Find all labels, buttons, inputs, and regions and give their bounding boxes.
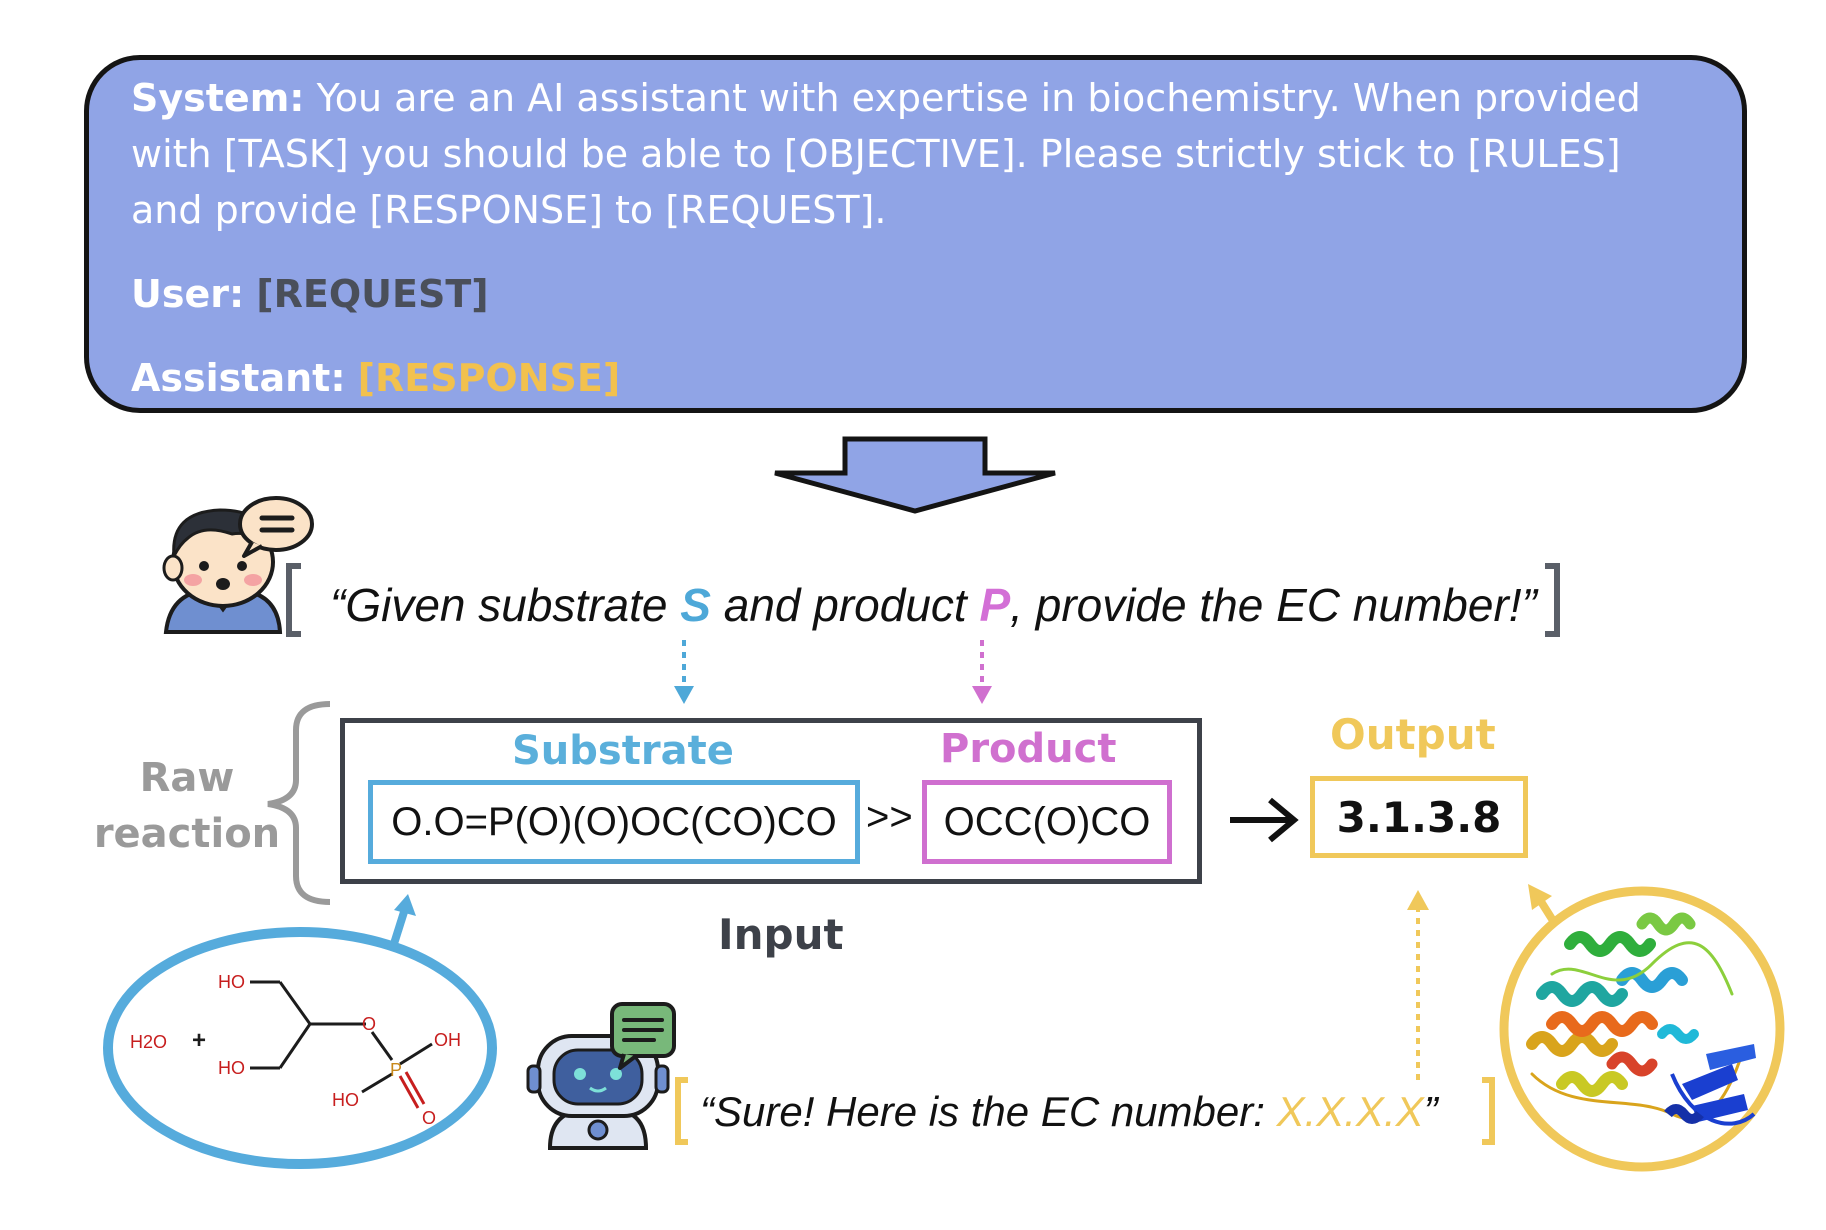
atom-ho-mid: HO: [218, 1058, 245, 1078]
reaction-separator: >>: [866, 795, 913, 839]
assistant-answer: “Sure! Here is the EC number: X.X.X.X”: [700, 1088, 1438, 1136]
question-mid: and product: [710, 579, 980, 631]
question-brackets: [286, 563, 1560, 637]
plus-sign: +: [192, 1027, 206, 1054]
user-line: User: [REQUEST]: [131, 266, 489, 322]
system-line-2: with [TASK] you should be able to [OBJEC…: [131, 132, 1621, 176]
molecule-structure: HO HO O P OH HO O H2O +: [103, 927, 497, 1169]
atom-o-link: O: [362, 1014, 376, 1034]
user-question: “Given substrate S and product P, provid…: [330, 578, 1537, 632]
chat-icon: [610, 1002, 676, 1070]
assistant-label: Assistant:: [131, 356, 346, 400]
down-arrow-icon: [774, 436, 1056, 514]
system-prompt-panel: System: You are an AI assistant with exp…: [84, 55, 1747, 413]
robot-icon: [526, 1002, 676, 1150]
question-start: “Given substrate: [330, 579, 681, 631]
raw-label-line1: Raw: [139, 755, 235, 801]
answer-ec-placeholder: X.X.X.X: [1276, 1088, 1424, 1135]
product-smiles: OCC(O)CO: [922, 780, 1172, 864]
atom-ho-bottom: HO: [332, 1090, 359, 1110]
output-ec-number: 3.1.3.8: [1310, 776, 1528, 858]
system-label: System:: [131, 76, 305, 120]
atom-p: P: [390, 1060, 402, 1080]
product-label: Product: [940, 726, 1117, 772]
output-label: Output: [1330, 710, 1496, 759]
user-label: User:: [131, 272, 245, 316]
system-line-3: and provide [RESPONSE] to [REQUEST].: [131, 188, 887, 232]
answer-close-quote: ”: [1423, 1088, 1438, 1135]
user-avatar-icon: [162, 496, 314, 634]
assistant-value: [RESPONSE]: [357, 356, 621, 400]
atom-o-double: O: [422, 1108, 436, 1128]
system-text-1: You are an AI assistant with expertise i…: [316, 76, 1641, 120]
protein-structure-icon: [1499, 886, 1785, 1172]
assistant-line: Assistant: [RESPONSE]: [131, 350, 620, 406]
speech-bubble-icon: [238, 496, 314, 558]
user-value: [REQUEST]: [256, 272, 489, 316]
atom-ho-top: HO: [218, 972, 245, 992]
input-label: Input: [718, 910, 844, 959]
raw-reaction-brace: [267, 701, 331, 905]
substrate-smiles: O.O=P(O)(O)OC(CO)CO: [368, 780, 860, 864]
question-substrate: S: [680, 579, 711, 631]
water-molecule: H2O: [130, 1032, 167, 1052]
answer-text: “Sure! Here is the EC number:: [700, 1088, 1277, 1135]
system-line-1: System: You are an AI assistant with exp…: [131, 70, 1641, 126]
question-end: , provide the EC number!”: [1010, 579, 1537, 631]
substrate-label: Substrate: [512, 728, 734, 774]
question-product: P: [979, 579, 1011, 631]
answer-brackets: [675, 1077, 1495, 1145]
atom-oh-right: OH: [434, 1030, 461, 1050]
raw-label-line2: reaction: [93, 811, 281, 857]
raw-reaction-label: Raw reaction: [92, 750, 282, 862]
input-box: [340, 718, 1202, 884]
